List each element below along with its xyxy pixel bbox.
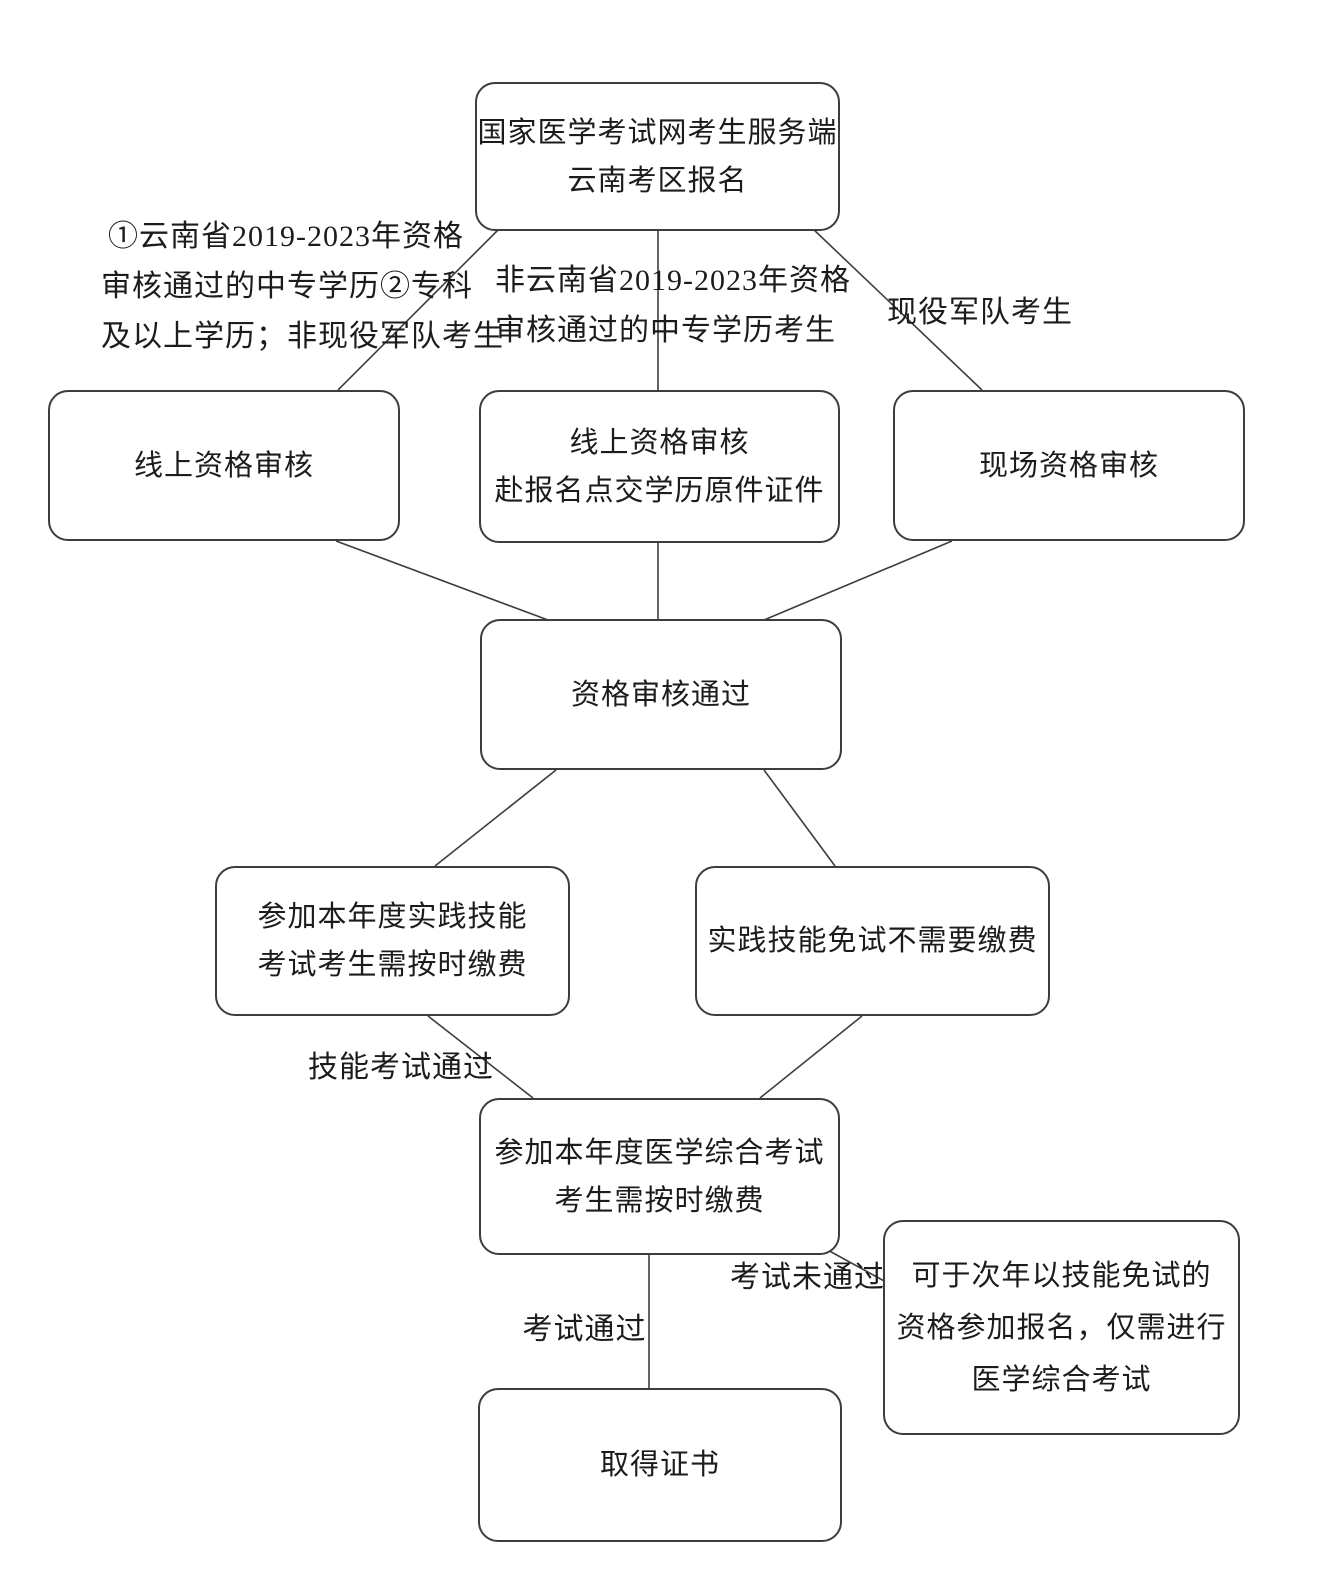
node-onsite-review: 现场资格审核 [893,390,1245,541]
node-line: 资格审核通过 [570,678,751,711]
node-line: 线上资格审核 [133,449,314,482]
node-line: 医学综合考试 [971,1363,1152,1396]
node-online-review: 线上资格审核 [48,390,400,541]
edge-label-line: 考试通过 [522,1313,647,1346]
node-line: 实践技能免试不需要缴费 [707,925,1038,957]
node-retry-next-year: 可于次年以技能免试的 资格参加报名，仅需进行 医学综合考试 [883,1220,1240,1435]
node-line: 考试考生需按时缴费 [257,949,528,981]
edge-label-non-yunnan-candidates: 非云南省2019-2023年资格 审核通过的中专学历考生 [495,256,851,356]
node-comprehensive-exam-pay-fee: 参加本年度医学综合考试 考生需按时缴费 [479,1098,840,1255]
edge-skill-exempt-to-comprehensive [759,1015,863,1099]
edge-label-exam-passed: 考试通过 [522,1305,647,1355]
edge-onsite-review-to-passed [763,540,953,621]
node-line: 国家医学考试网考生服务端 [477,116,838,149]
node-skill-exempt-no-fee: 实践技能免试不需要缴费 [695,866,1050,1016]
edge-label-skill-exam-passed: 技能考试通过 [308,1043,493,1093]
edge-label-yunnan-candidates: ①云南省2019-2023年资格 审核通过的中专学历②专科 及以上学历；非现役军… [101,212,504,362]
node-line: 参加本年度实践技能 [257,901,528,933]
node-line: 线上资格审核 [569,426,750,459]
node-start-registration: 国家医学考试网考生服务端 云南考区报名 [475,82,840,231]
node-line: 取得证书 [599,1449,720,1481]
edge-start-to-online-review [337,227,501,391]
node-line: 云南考区报名 [567,164,748,197]
edge-start-to-onsite-review [811,227,983,391]
node-line: 赴报名点交学历原件证件 [494,474,825,507]
node-online-review-submit-originals: 线上资格审核 赴报名点交学历原件证件 [479,390,840,543]
node-line: 考生需按时缴费 [554,1184,765,1217]
edge-label-line: 非云南省2019-2023年资格 [495,264,851,297]
node-line: 现场资格审核 [978,449,1159,482]
node-skill-exam-pay-fee: 参加本年度实践技能 考试考生需按时缴费 [215,866,570,1016]
node-obtain-certificate: 取得证书 [478,1388,842,1542]
edge-skill-exam-to-comprehensive [427,1015,534,1099]
node-review-passed: 资格审核通过 [480,619,842,770]
edge-comprehensive-to-retry [823,1247,887,1283]
edge-label-exam-failed: 考试未通过 [730,1253,885,1303]
edge-online-review-to-passed [335,540,549,621]
edge-label-line: ①云南省2019-2023年资格 [108,220,464,253]
edge-passed-to-skill-exam [434,769,557,867]
edge-label-line: 审核通过的中专学历②专科 [101,270,473,303]
edge-label-line: 现役军队考生 [887,296,1073,329]
edge-label-military-candidates: 现役军队考生 [885,288,1075,338]
edge-label-line: 及以上学历；非现役军队考生 [101,320,504,353]
node-line: 资格参加报名，仅需进行 [896,1311,1227,1344]
edge-label-line: 审核通过的中专学历考生 [495,314,836,347]
edge-label-line: 技能考试通过 [308,1051,494,1084]
node-line: 可于次年以技能免试的 [911,1259,1212,1292]
edge-passed-to-skill-exempt [763,769,836,867]
edge-label-line: 考试未通过 [730,1261,885,1294]
node-line: 参加本年度医学综合考试 [494,1136,825,1169]
